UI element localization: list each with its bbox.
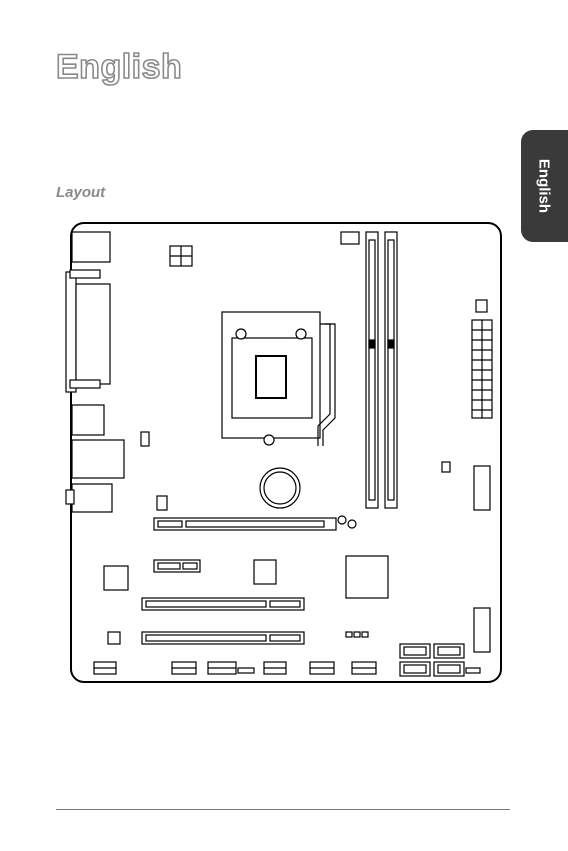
- io-usb-port: [72, 405, 104, 435]
- bottom-header-usb-2: [352, 662, 376, 674]
- chipset: [346, 556, 388, 598]
- cpu-fan-header: [341, 232, 359, 244]
- usb-header-right-1: [474, 466, 490, 510]
- sys-fan-header-2: [141, 432, 149, 446]
- bottom-header-audio: [94, 662, 116, 674]
- io-vga-port-frame: [66, 272, 76, 392]
- chipset-small: [254, 560, 276, 584]
- io-vga-port: [76, 284, 110, 384]
- bottom-header-tpm: [264, 662, 286, 674]
- sys-fan-header-1: [476, 300, 487, 312]
- io-ps2-port: [72, 232, 110, 262]
- bottom-header-spdif: [172, 662, 196, 674]
- footer-divider: [56, 809, 510, 810]
- bottom-header-usb-1: [310, 662, 334, 674]
- usb-header-right-2: [474, 608, 490, 652]
- clear-cmos-jumper: [442, 462, 450, 472]
- io-chip: [104, 566, 128, 590]
- bios-chip: [108, 632, 120, 644]
- io-audio-port: [72, 484, 112, 512]
- bottom-header-com: [208, 662, 254, 674]
- sys-fan-header-3: [157, 496, 167, 510]
- io-lan-port: [72, 440, 124, 478]
